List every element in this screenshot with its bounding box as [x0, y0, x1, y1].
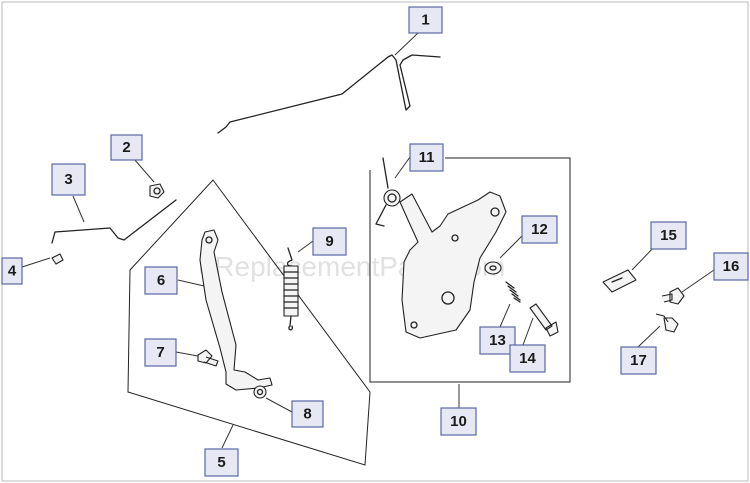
part-12-washer-hole — [489, 265, 497, 271]
part-15-clip — [602, 269, 637, 293]
callout-15: 15 — [650, 221, 687, 250]
callout-3: 3 — [51, 163, 86, 196]
svg-text:13: 13 — [489, 332, 506, 349]
plate-hub — [441, 291, 455, 305]
callout-8: 8 — [291, 400, 324, 428]
assembly-frame-5 — [127, 179, 371, 466]
part-6-lever — [199, 229, 273, 391]
part-2-clip — [149, 183, 165, 199]
part-13-spring — [505, 281, 521, 303]
part-11-spring — [375, 157, 401, 227]
callout-5: 5 — [204, 448, 239, 477]
leader-4 — [21, 257, 51, 268]
callout-1: 1 — [408, 6, 443, 34]
svg-text:7: 7 — [156, 344, 164, 361]
part-15-slot — [611, 277, 623, 283]
assembly-frame-10 — [369, 157, 571, 383]
svg-text:3: 3 — [64, 171, 72, 188]
leader-8 — [265, 397, 293, 413]
svg-text:15: 15 — [660, 227, 677, 244]
part-4-fitting — [51, 253, 64, 265]
callout-11: 11 — [409, 143, 444, 172]
control-plate — [399, 191, 507, 339]
plate-hole-2 — [451, 234, 459, 242]
svg-text:5: 5 — [217, 454, 225, 471]
leader-5 — [221, 424, 234, 449]
svg-text:11: 11 — [419, 149, 435, 166]
callout-2: 2 — [110, 134, 143, 161]
callout-16: 16 — [713, 252, 749, 281]
leader-6 — [177, 279, 205, 287]
leader-13 — [499, 303, 511, 328]
part-14-screw — [529, 303, 559, 337]
leader-3 — [72, 195, 85, 223]
svg-text:4: 4 — [8, 263, 17, 280]
part-8-nut — [253, 385, 267, 399]
part-12-washer — [484, 261, 502, 275]
leader-14 — [522, 317, 534, 346]
svg-text:6: 6 — [157, 272, 165, 289]
leader-11 — [394, 156, 411, 179]
svg-text:9: 9 — [325, 233, 333, 250]
svg-text:17: 17 — [630, 352, 647, 369]
leader-16 — [681, 269, 715, 293]
callout-14: 14 — [509, 344, 546, 373]
callout-10: 10 — [440, 407, 477, 436]
part-1-rod — [217, 54, 441, 134]
svg-text:2: 2 — [122, 139, 130, 156]
leader-12 — [499, 235, 523, 259]
svg-text:8: 8 — [303, 406, 311, 423]
part-8-nut-hole — [256, 388, 264, 396]
svg-text:10: 10 — [450, 413, 467, 430]
callout-12: 12 — [521, 215, 558, 244]
leader-7 — [175, 351, 199, 357]
callout-17: 17 — [620, 346, 657, 375]
svg-text:16: 16 — [723, 258, 740, 275]
callout-13: 13 — [479, 326, 516, 355]
leader-9 — [297, 240, 314, 253]
leader-17 — [637, 325, 661, 348]
part-16-bolt — [661, 287, 685, 305]
part-7-bolt — [197, 349, 219, 367]
callout-6: 6 — [144, 266, 178, 295]
callout-9: 9 — [312, 227, 347, 256]
leader-2 — [133, 158, 155, 183]
plate-hole-3 — [410, 321, 418, 329]
part-17-bolt — [655, 313, 679, 333]
svg-text:14: 14 — [519, 350, 536, 367]
plate-hole-1 — [490, 207, 500, 217]
part-3-rod — [51, 199, 177, 244]
leader-1 — [394, 32, 419, 56]
callout-4: 4 — [1, 257, 23, 285]
svg-text:12: 12 — [531, 221, 548, 238]
part-9-spring — [283, 247, 299, 331]
svg-text:1: 1 — [421, 12, 429, 29]
part-6-hole — [205, 236, 213, 244]
part-2-hole — [153, 187, 161, 195]
callout-7: 7 — [144, 338, 177, 367]
